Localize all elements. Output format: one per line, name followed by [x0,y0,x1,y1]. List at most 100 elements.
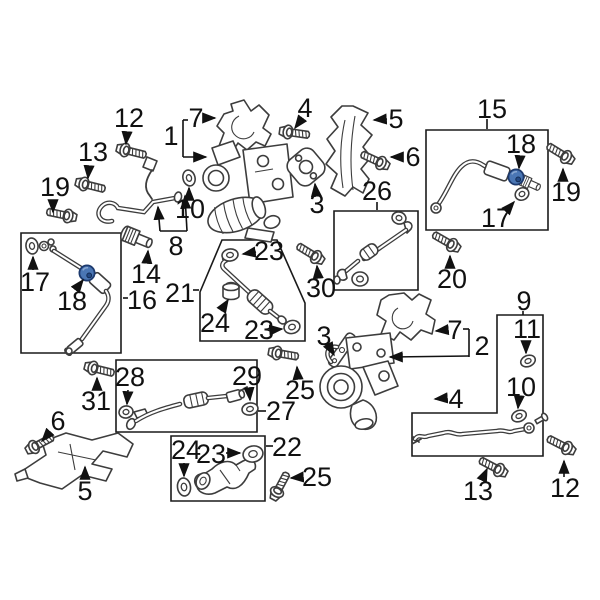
callout-21[interactable]: 21 [165,278,199,308]
callout-25[interactable]: 25 [289,462,332,492]
callout-17[interactable]: 17 [481,200,516,233]
callout-15[interactable]: 15 [477,94,507,129]
callout-19[interactable]: 19 [40,172,70,214]
part-oil-hose-box16 [38,238,112,357]
washer-23-box22 [242,445,264,463]
callout-7[interactable]: 7 [188,103,217,133]
callout-3[interactable]: 3 [309,182,325,219]
part-number-label: 16 [127,285,157,315]
callout-7[interactable]: 7 [434,315,463,345]
callout-14[interactable]: 14 [131,249,161,289]
arrow-icon [121,130,133,146]
callout-23[interactable]: 23 [241,236,284,266]
part-number-label: 23 [254,236,284,266]
callout-24[interactable]: 24 [171,435,201,478]
part-number-label: 14 [131,259,161,289]
part-number-label: 28 [115,362,145,392]
part-number-label: 18 [57,286,87,316]
arrow-icon [310,182,322,198]
callout-4[interactable]: 4 [294,93,313,130]
part-number-label: 7 [188,103,203,133]
bolt-12-upper [114,140,149,163]
callout-20[interactable]: 20 [437,254,467,294]
part-number-label: 10 [175,194,205,224]
part-number-label: 11 [513,314,541,344]
arrow-icon [294,114,308,130]
arrow-icon [40,427,55,443]
arrow-icon [180,194,192,232]
callout-8[interactable]: 8 [153,194,192,261]
arrow-icon [243,386,255,402]
callout-19[interactable]: 19 [551,167,581,207]
callout-5[interactable]: 5 [372,104,404,134]
callout-2[interactable]: 2 [388,328,490,363]
callout-27[interactable]: 27 [258,396,296,426]
bolt-12-lower [543,431,579,459]
grommet-18-box15 [507,168,525,186]
part-number-label: 3 [309,189,324,219]
part-number-label: 31 [81,386,111,416]
arrow-icon [292,365,304,381]
callout-23[interactable]: 23 [244,315,284,345]
callout-10[interactable]: 10 [506,372,536,410]
part-number-label: 29 [232,361,262,391]
callout-26[interactable]: 26 [362,176,392,210]
part-number-label: 4 [297,93,312,123]
part-number-label: 24 [171,435,201,465]
washer-28-box27 [118,405,134,419]
arrow-icon [476,467,488,483]
part-number-label: 26 [362,176,392,206]
arrow-icon [216,298,229,314]
callout-11[interactable]: 11 [513,314,541,355]
callout-10[interactable]: 10 [175,186,205,224]
arrow-icon [433,392,449,404]
callout-24[interactable]: 24 [200,298,230,338]
washer-17-box15 [514,186,530,202]
washer-10-upper [182,169,196,187]
callout-13[interactable]: 13 [463,467,493,506]
bolt-13-upper [73,174,108,197]
callout-12[interactable]: 12 [114,103,144,146]
callout-25[interactable]: 25 [285,365,315,405]
callout-16[interactable]: 16 [123,285,157,315]
callout-22[interactable]: 22 [266,432,302,462]
callout-9[interactable]: 9 [516,286,531,316]
callout-31[interactable]: 31 [81,376,111,416]
bushing-24-box21 [222,281,240,301]
part-heat-shield-5-upper [325,105,373,197]
part-number-label: 19 [551,177,581,207]
callout-18[interactable]: 18 [506,129,536,170]
part-number-label: 25 [285,375,315,405]
part-coolant-tube-box9 [411,412,549,445]
part-number-label: 22 [272,432,302,462]
callout-28[interactable]: 28 [115,362,145,406]
arrow-icon [312,264,324,280]
callout-30[interactable]: 30 [306,264,336,303]
callout-12[interactable]: 12 [550,459,580,503]
arrow-icon [372,113,388,125]
washer-17-left [25,237,39,255]
stud-14 [118,224,156,252]
washer-28-box26 [391,211,407,225]
callout-18[interactable]: 18 [57,278,87,316]
callout-29[interactable]: 29 [232,361,262,402]
callout-6[interactable]: 6 [40,406,66,443]
callout-5[interactable]: 5 [77,465,93,506]
part-number-label: 4 [448,384,463,414]
callout-23[interactable]: 23 [196,439,242,469]
part-number-label: 15 [477,94,507,124]
callout-17[interactable]: 17 [20,255,50,297]
callout-1[interactable]: 1 [163,119,208,163]
callout-4[interactable]: 4 [433,384,464,414]
washer-10-box9 [510,409,528,423]
part-gasket-3-upper [286,147,326,187]
callout-13[interactable]: 13 [78,137,108,180]
bolt-31 [82,358,117,381]
arrow-icon [83,164,95,180]
callout-3[interactable]: 3 [316,321,335,357]
arrow-icon [322,341,335,357]
callout-6[interactable]: 6 [389,142,421,172]
part-number-label: 5 [77,476,92,506]
washer-11 [519,354,537,368]
